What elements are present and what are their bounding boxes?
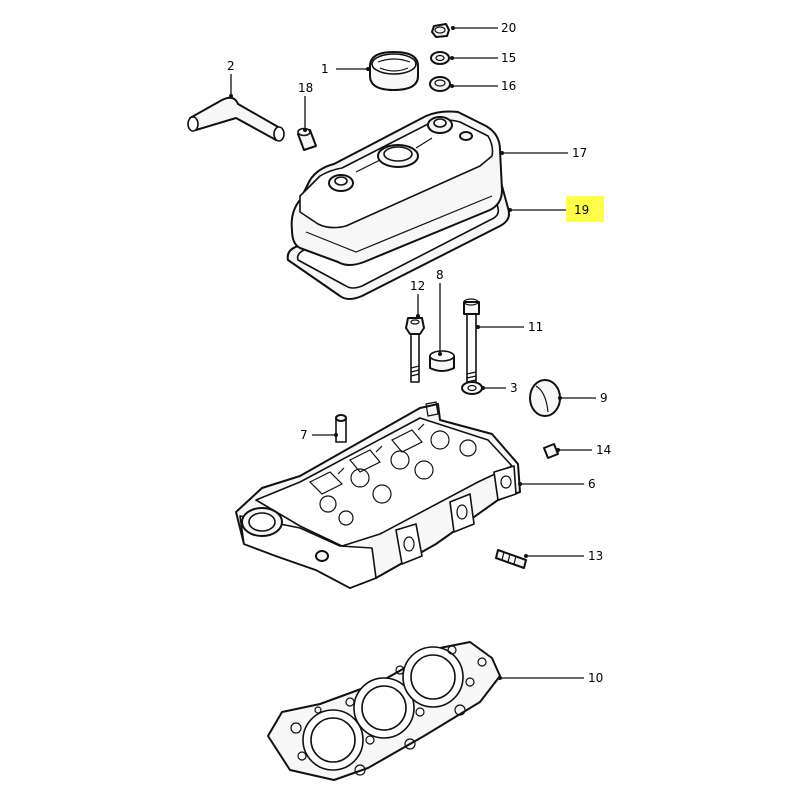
part-6-cylinder-head	[235, 401, 521, 589]
part-11-long-bolt	[463, 298, 480, 387]
part-16-grommet	[429, 76, 451, 92]
part-7-pin	[335, 414, 347, 443]
part-10-head-gasket	[267, 641, 501, 781]
label-1[interactable]: 1	[321, 62, 329, 76]
label-14[interactable]: 14	[596, 443, 611, 457]
label-6[interactable]: 6	[588, 477, 596, 491]
label-7[interactable]: 7	[300, 428, 308, 442]
label-20[interactable]: 20	[501, 21, 516, 35]
label-17[interactable]: 17	[572, 146, 587, 160]
part-18-fitting	[297, 127, 317, 151]
part-9-plug	[529, 379, 561, 417]
label-19[interactable]: 19	[574, 203, 589, 217]
label-15[interactable]: 15	[501, 51, 516, 65]
label-18[interactable]: 18	[298, 81, 313, 95]
label-13[interactable]: 13	[588, 549, 603, 563]
label-10[interactable]: 10	[588, 671, 603, 685]
label-11[interactable]: 11	[528, 320, 543, 334]
callout-labels: 20 15 16 1 2 18 17 19 8 12 11 3 9 7 14 6…	[227, 21, 611, 685]
part-3-washer	[461, 381, 483, 395]
label-9[interactable]: 9	[600, 391, 608, 405]
label-3[interactable]: 3	[510, 381, 518, 395]
label-2[interactable]: 2	[227, 59, 235, 73]
part-14-plug	[543, 443, 559, 459]
part-13-stud	[495, 549, 527, 569]
label-8[interactable]: 8	[436, 268, 444, 282]
part-20-nut	[431, 23, 450, 38]
part-12-bolt	[405, 317, 425, 383]
part-2-breather-hose	[187, 96, 285, 142]
part-15-washer	[430, 51, 450, 65]
part-1-filler-cap	[369, 51, 419, 91]
part-8-sleeve	[429, 350, 455, 372]
part-19-highlight	[566, 196, 604, 222]
leader-lines	[229, 26, 596, 680]
label-12[interactable]: 12	[410, 279, 425, 293]
label-16[interactable]: 16	[501, 79, 516, 93]
part-17-valve-cover	[290, 110, 503, 266]
